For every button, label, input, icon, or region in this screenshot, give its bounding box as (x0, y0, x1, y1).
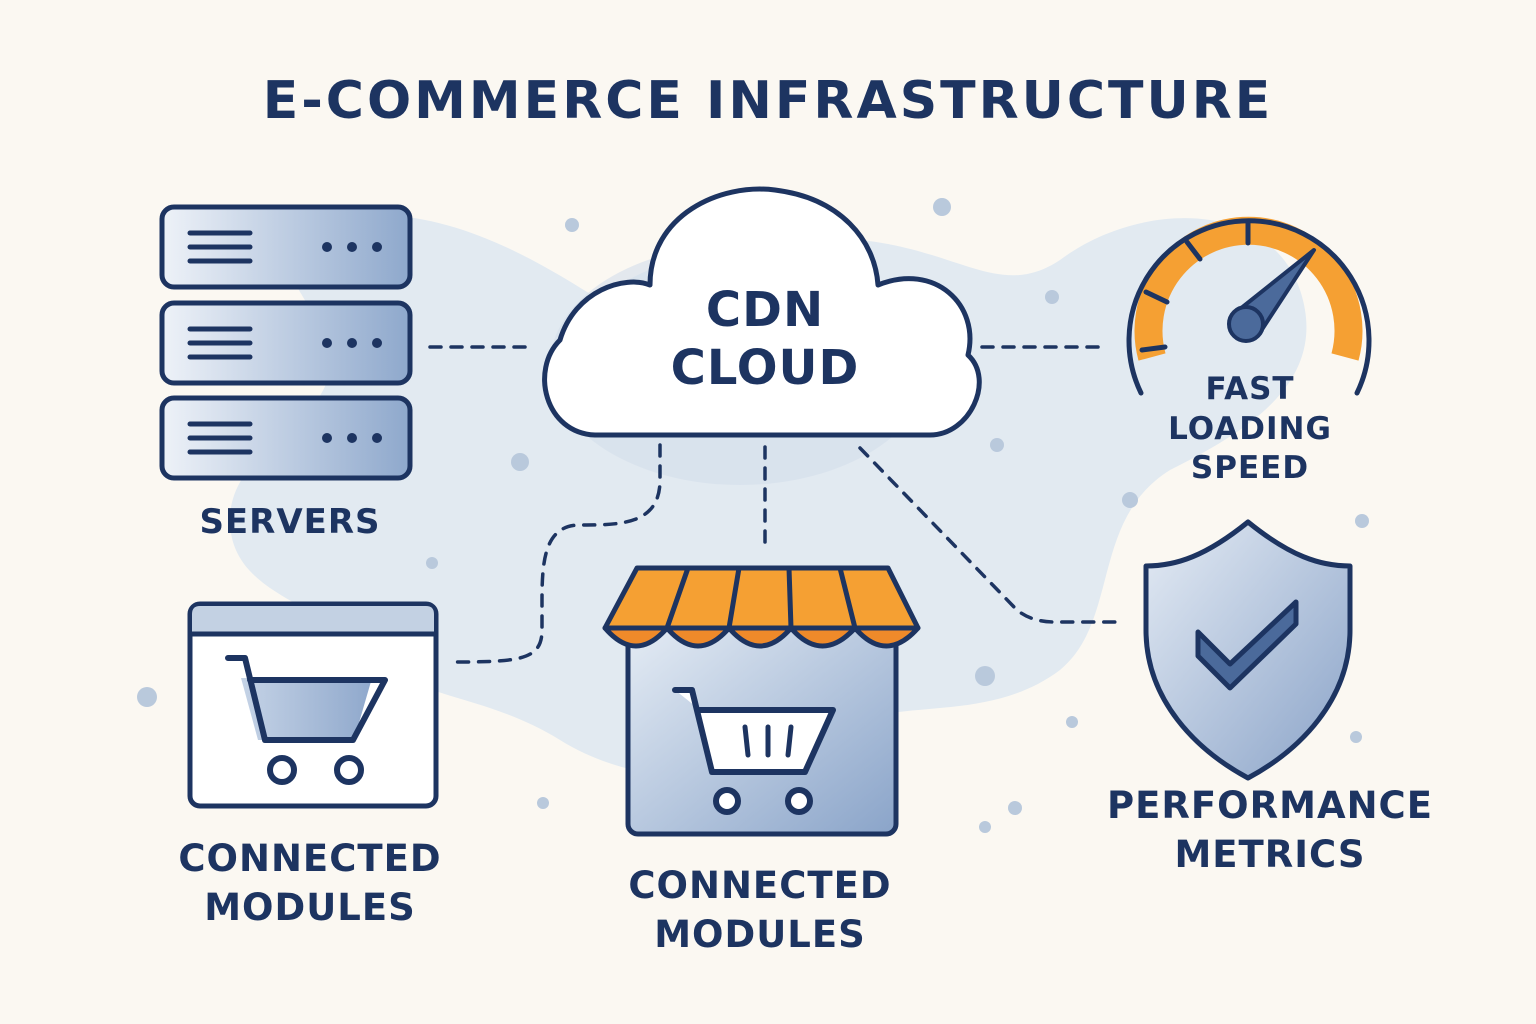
speed-label-line1: FAST (1205, 371, 1295, 407)
servers-label: SERVERS (199, 502, 381, 542)
web-modules-line2: MODULES (204, 885, 416, 929)
connected-modules-label-store: CONNECTED MODULES (590, 862, 930, 960)
browser-cart-icon (187, 601, 439, 809)
fast-loading-speed-label: FAST LOADING SPEED (1130, 370, 1370, 489)
web-modules-line1: CONNECTED (178, 837, 442, 880)
performance-line1: PERFORMANCE (1107, 784, 1433, 827)
cdn-cloud-label: CDN CLOUD (600, 282, 930, 397)
performance-metrics-label: PERFORMANCE METRICS (1090, 782, 1450, 880)
decorative-dots (137, 198, 1369, 833)
speedometer-icon (1126, 216, 1372, 396)
cdn-label-line1: CDN (705, 282, 825, 338)
cloud-icon (542, 186, 982, 438)
store-modules-line1: CONNECTED (628, 864, 892, 907)
background-blob (230, 214, 1307, 778)
connector-cdn-web (450, 443, 662, 664)
connected-modules-label-web: CONNECTED MODULES (140, 835, 480, 933)
diagram-title: E-COMMERCE INFRASTRUCTURE (262, 71, 1274, 131)
server-rack-icon (159, 204, 413, 481)
speed-label-line2: LOADING (1168, 410, 1332, 447)
dashed-connectors (428, 345, 1122, 664)
performance-line2: METRICS (1174, 832, 1366, 876)
storefront-cart-icon (602, 565, 921, 837)
speed-label-line3: SPEED (1190, 450, 1310, 487)
shield-check-icon (1143, 519, 1353, 781)
cdn-label-line2: CLOUD (670, 339, 860, 396)
store-modules-line2: MODULES (654, 912, 866, 956)
